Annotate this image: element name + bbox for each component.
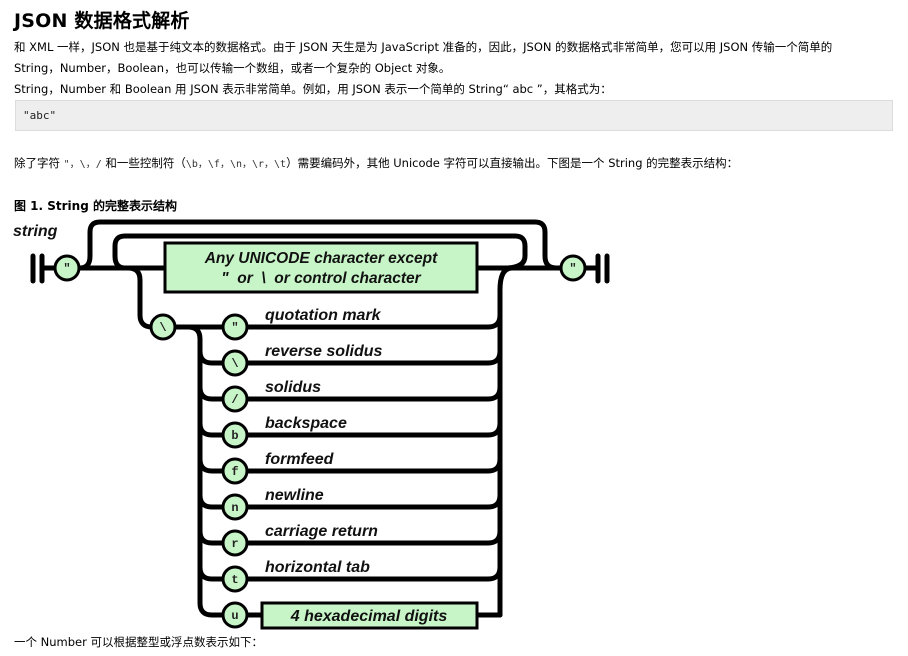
end-quote-node: " xyxy=(559,254,587,282)
svg-text:backspace: backspace xyxy=(265,415,347,432)
svg-text:4 hexadecimal digits: 4 hexadecimal digits xyxy=(290,608,448,625)
escape-row-carriage-return: r carriage return xyxy=(221,523,378,557)
escape-row-quotation: " quotation mark xyxy=(221,307,382,341)
escape-middle: 和一些控制符（ xyxy=(101,156,186,170)
start-quote-node: " xyxy=(53,254,81,282)
page-title: JSON 数据格式解析 xyxy=(14,10,190,32)
svg-text:solidus: solidus xyxy=(265,379,321,396)
number-paragraph: 一个 Number 可以根据整型或浮点数表示如下： xyxy=(14,635,264,649)
svg-text:newline: newline xyxy=(265,487,324,504)
escape-row-newline: n newline xyxy=(221,487,324,521)
figure-caption: 图 1. String 的完整表示结构 xyxy=(14,199,177,213)
svg-text:b: b xyxy=(231,429,238,443)
svg-text:\: \ xyxy=(159,321,166,335)
svg-text:quotation mark: quotation mark xyxy=(265,307,382,324)
intro-line-1: 和 XML 一样，JSON 也是基于纯文本的数据格式。由于 JSON 天生是为 … xyxy=(14,40,833,54)
svg-text:f: f xyxy=(231,465,238,479)
diagram-title: string xyxy=(13,223,58,240)
any-unicode-box: Any UNICODE character except " or \ or c… xyxy=(163,241,479,294)
svg-text:Any UNICODE character except: Any UNICODE character except xyxy=(204,250,438,267)
svg-text:carriage return: carriage return xyxy=(265,523,378,540)
escape-row-reverse-solidus: \ reverse solidus xyxy=(221,343,383,377)
escape-row-unicode-hex: u 4 hexadecimal digits xyxy=(221,601,479,630)
svg-text:r: r xyxy=(231,537,238,551)
escape-backslash-node: \ xyxy=(149,313,177,341)
escape-chars: "，\，/ xyxy=(63,159,102,170)
escape-row-formfeed: f formfeed xyxy=(221,451,335,485)
escape-row-backspace: b backspace xyxy=(221,415,347,449)
svg-text:n: n xyxy=(231,501,238,515)
svg-text:" or \ or control character: " or \ or control character xyxy=(221,270,421,287)
svg-text:u: u xyxy=(231,609,238,623)
svg-text:\: \ xyxy=(231,357,238,371)
escape-suffix: ）需要编码外，其他 Unicode 字符可以直接输出。下图是一个 String … xyxy=(286,156,739,170)
svg-text:reverse solidus: reverse solidus xyxy=(265,343,383,360)
escape-row-solidus: / solidus xyxy=(221,379,321,413)
code-example-block: "abc" xyxy=(15,100,893,131)
string-railroad-diagram: string " " Any UNICODE character except … xyxy=(0,212,640,637)
svg-text:formfeed: formfeed xyxy=(265,451,335,468)
svg-text:horizontal tab: horizontal tab xyxy=(265,559,370,576)
svg-text:/: / xyxy=(231,393,238,407)
escape-row-horizontal-tab: t horizontal tab xyxy=(221,559,370,593)
code-example-text: "abc" xyxy=(23,109,57,122)
svg-text:t: t xyxy=(231,573,238,587)
intro-line-2: String，Number，Boolean，也可以传输一个数组，或者一个复杂的 … xyxy=(14,61,451,75)
intro-line-3: String，Number 和 Boolean 用 JSON 表示非常简单。例如… xyxy=(14,82,612,96)
escape-paragraph: 除了字符 "，\，/ 和一些控制符（\b，\f，\n，\r，\t）需要编码外，其… xyxy=(14,153,738,175)
escape-prefix: 除了字符 xyxy=(14,156,64,170)
svg-text:": " xyxy=(231,321,238,335)
svg-text:": " xyxy=(569,262,576,276)
control-chars: \b，\f，\n，\r，\t xyxy=(185,159,287,170)
svg-text:": " xyxy=(63,262,70,276)
